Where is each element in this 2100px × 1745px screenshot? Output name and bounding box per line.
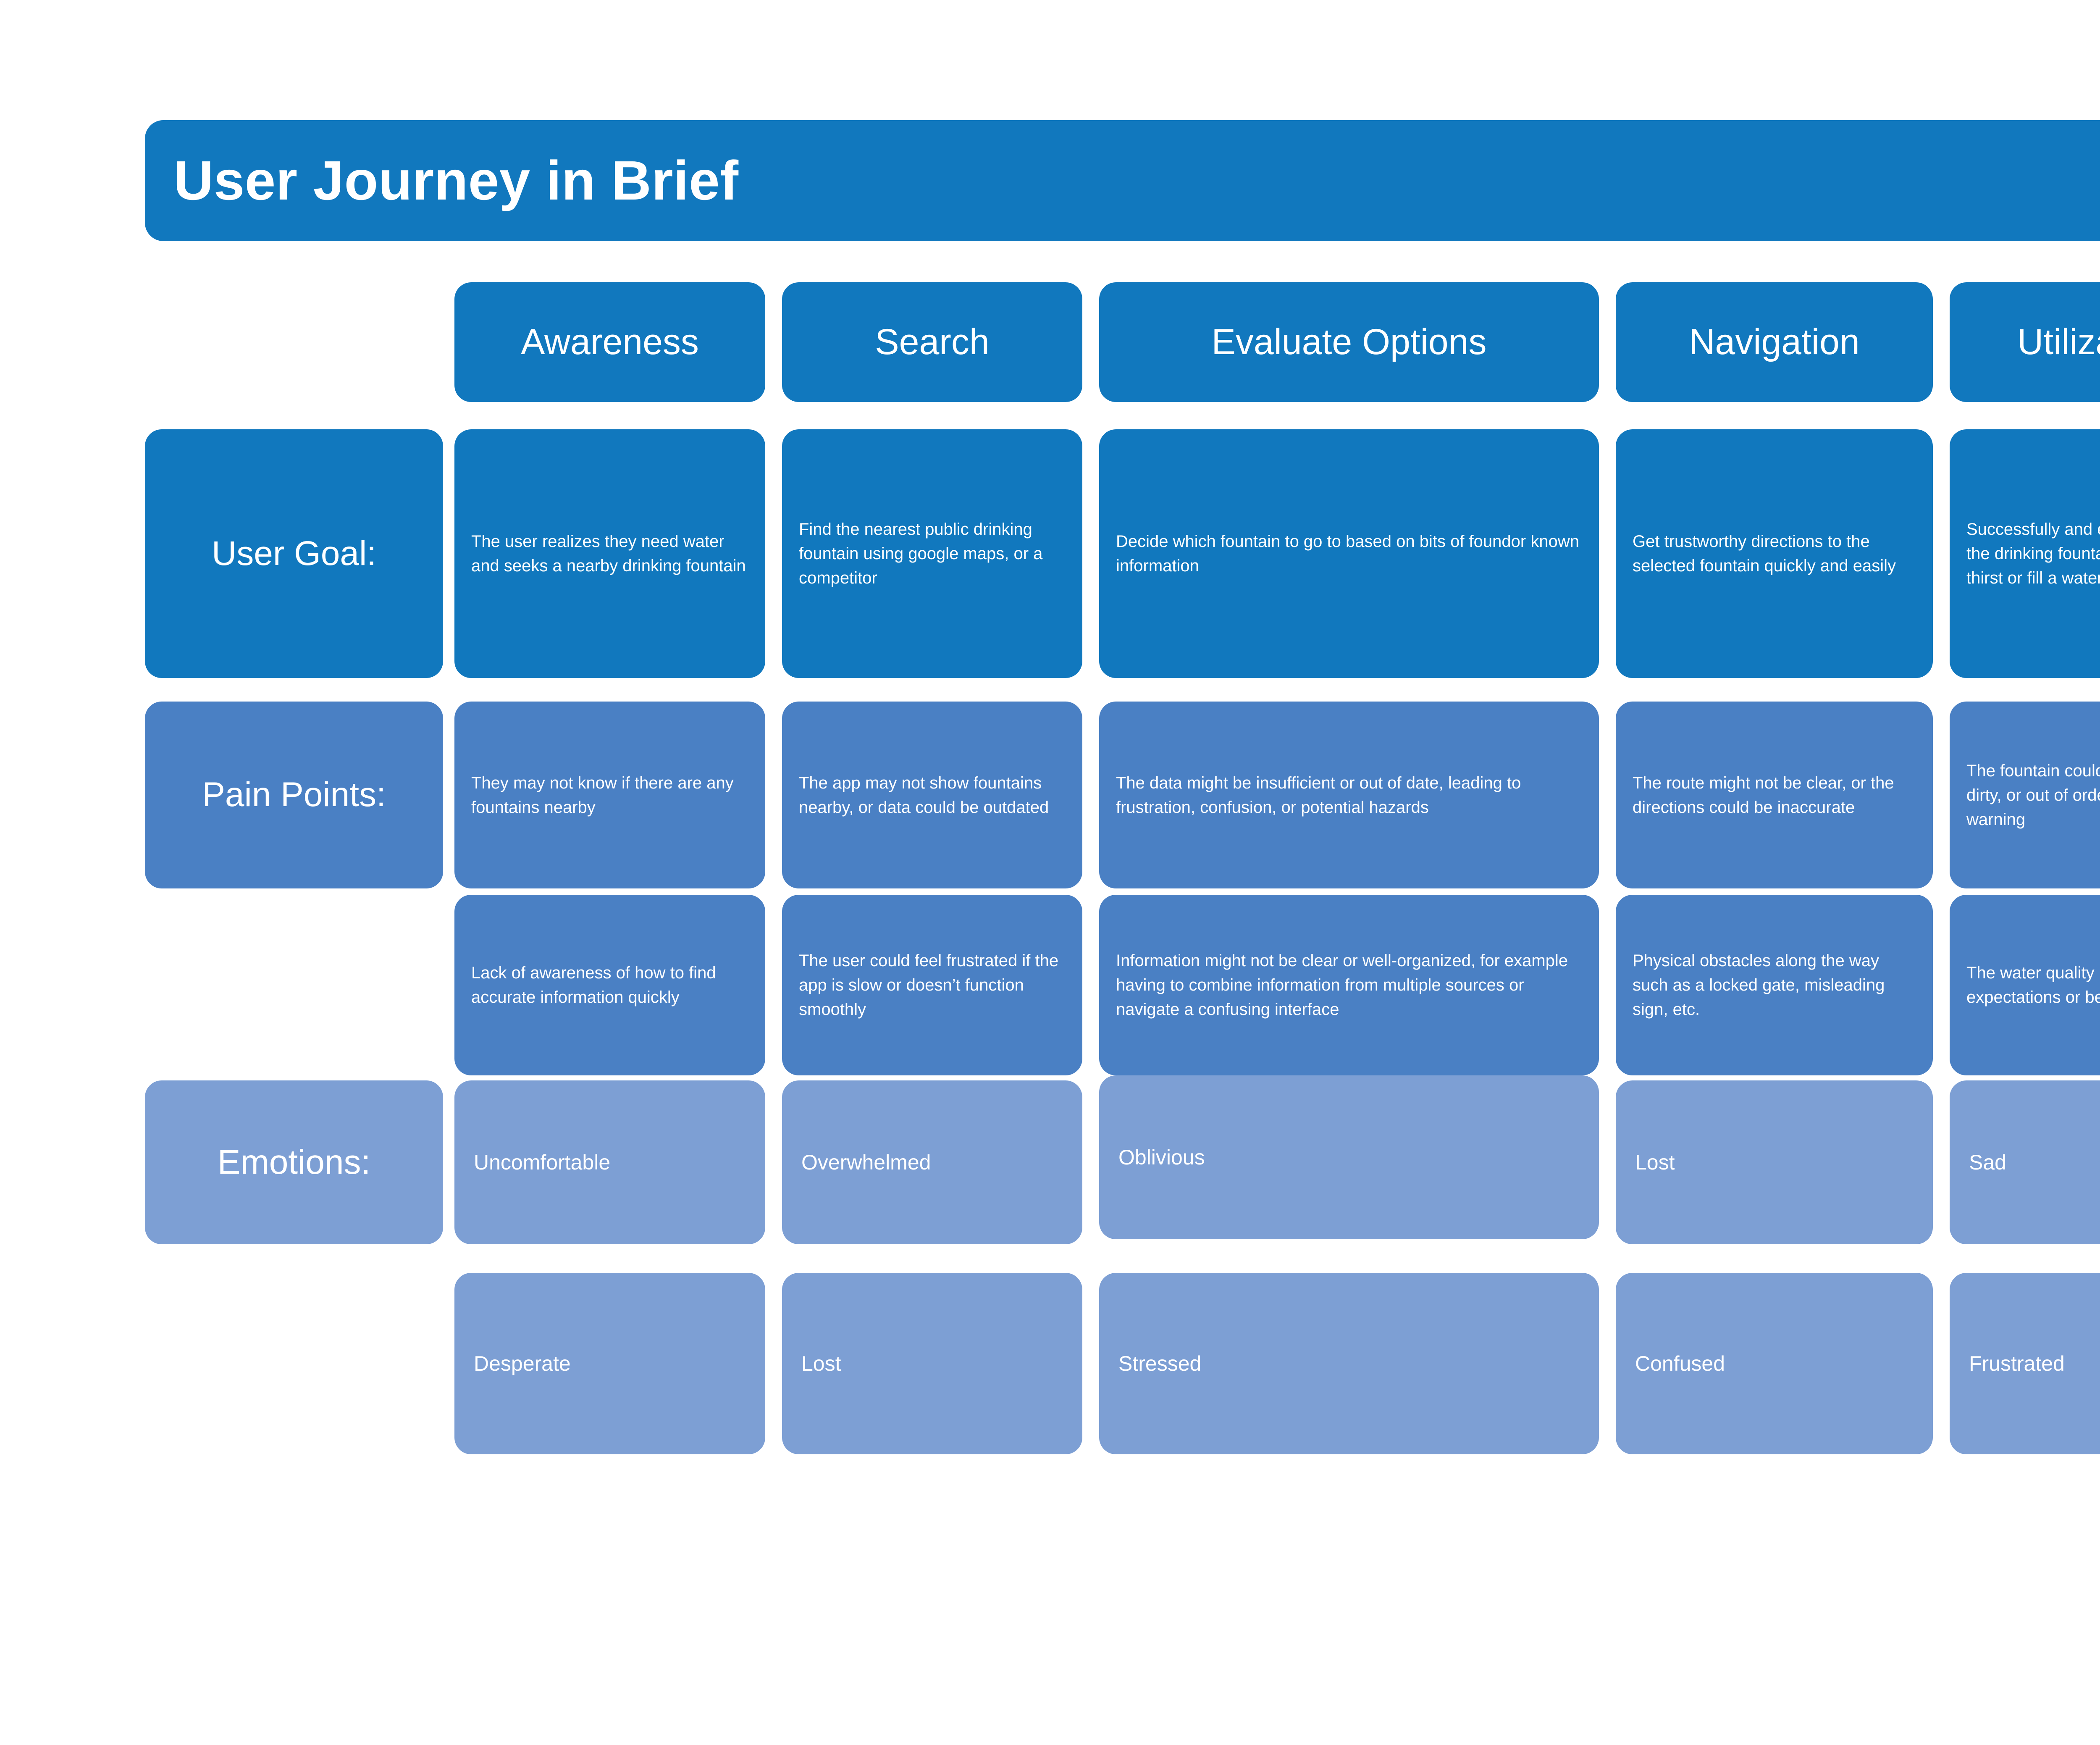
cell-pain-points-1-navigation[interactable]: The route might not be clear, or the dir… bbox=[1616, 702, 1933, 888]
cell-text: The water quality may not meet expectati… bbox=[1966, 964, 2100, 1007]
cell-text: The data might be insufficient or out of… bbox=[1116, 773, 1521, 817]
cell-emotion-1-navigation[interactable]: Lost bbox=[1616, 1080, 1933, 1244]
stage-header-label: Search bbox=[875, 322, 990, 363]
cell-text: Lost bbox=[1635, 1151, 1675, 1174]
cell-pain-points-1-utilization[interactable]: The fountain could be broken, dirty, or … bbox=[1950, 702, 2100, 888]
cell-text: The user realizes they need water and se… bbox=[471, 532, 746, 575]
cell-text: Oblivious bbox=[1118, 1146, 1205, 1169]
cell-pain-points-2-utilization[interactable]: The water quality may not meet expectati… bbox=[1950, 895, 2100, 1075]
cell-pain-points-2-navigation[interactable]: Physical obstacles along the way such as… bbox=[1616, 895, 1933, 1075]
stage-header-label: Utilization bbox=[2017, 322, 2100, 363]
cell-pain-points-1-search[interactable]: The app may not show fountains nearby, o… bbox=[782, 702, 1082, 888]
cell-text: Physical obstacles along the way such as… bbox=[1633, 951, 1885, 1019]
stage-header-label: Navigation bbox=[1689, 322, 1860, 363]
cell-user-goal-awareness[interactable]: The user realizes they need water and se… bbox=[454, 429, 765, 678]
title-banner: User Journey in Brief bbox=[145, 120, 2100, 241]
cell-text: Desperate bbox=[474, 1352, 571, 1375]
cell-text: Frustrated bbox=[1969, 1352, 2065, 1375]
cell-pain-points-1-awareness[interactable]: They may not know if there are any fount… bbox=[454, 702, 765, 888]
cell-text: Uncomfortable bbox=[474, 1151, 611, 1174]
stage-header-navigation[interactable]: Navigation bbox=[1616, 282, 1933, 402]
cell-text: Get trustworthy directions to the select… bbox=[1633, 532, 1896, 575]
cell-emotion-1-utilization[interactable]: Sad bbox=[1950, 1080, 2100, 1244]
cell-pain-points-2-awareness[interactable]: Lack of awareness of how to find accurat… bbox=[454, 895, 765, 1075]
cell-user-goal-navigation[interactable]: Get trustworthy directions to the select… bbox=[1616, 429, 1933, 678]
cell-text: Decide which fountain to go to based on … bbox=[1116, 532, 1579, 575]
stage-header-label: Awareness bbox=[521, 322, 699, 363]
cell-user-goal-utilization[interactable]: Successfully and enjoyably use the drink… bbox=[1950, 429, 2100, 678]
cell-emotion-1-evaluate-options[interactable]: Oblivious bbox=[1099, 1075, 1599, 1239]
row-label-user-goal: User Goal: bbox=[145, 429, 443, 678]
row-label-pain-points: Pain Points: bbox=[145, 702, 443, 888]
row-label-text: Emotions: bbox=[217, 1143, 371, 1181]
cell-text: Stressed bbox=[1118, 1352, 1202, 1375]
cell-emotion-2-awareness[interactable]: Desperate bbox=[454, 1273, 765, 1454]
cell-text: Find the nearest public drinking fountai… bbox=[799, 520, 1043, 587]
cell-text: Confused bbox=[1635, 1352, 1725, 1375]
cell-emotion-1-search[interactable]: Overwhelmed bbox=[782, 1080, 1082, 1244]
cell-text: Lack of awareness of how to find accurat… bbox=[471, 964, 716, 1007]
cell-text: Information might not be clear or well-o… bbox=[1116, 951, 1568, 1019]
cell-text: They may not know if there are any fount… bbox=[471, 773, 734, 817]
cell-emotion-2-evaluate-options[interactable]: Stressed bbox=[1099, 1273, 1599, 1454]
cell-user-goal-evaluate-options[interactable]: Decide which fountain to go to based on … bbox=[1099, 429, 1599, 678]
cell-emotion-2-navigation[interactable]: Confused bbox=[1616, 1273, 1933, 1454]
stage-header-evaluate-options[interactable]: Evaluate Options bbox=[1099, 282, 1599, 402]
cell-emotion-2-utilization[interactable]: Frustrated bbox=[1950, 1273, 2100, 1454]
cell-text: Successfully and enjoyably use the drink… bbox=[1966, 520, 2100, 587]
row-label-emotions: Emotions: bbox=[145, 1080, 443, 1244]
cell-text: Sad bbox=[1969, 1151, 2006, 1174]
cell-text: The fountain could be broken, dirty, or … bbox=[1966, 761, 2100, 829]
cell-text: The route might not be clear, or the dir… bbox=[1633, 773, 1894, 817]
cell-pain-points-1-evaluate-options[interactable]: The data might be insufficient or out of… bbox=[1099, 702, 1599, 888]
cell-pain-points-2-evaluate-options[interactable]: Information might not be clear or well-o… bbox=[1099, 895, 1599, 1075]
cell-pain-points-2-search[interactable]: The user could feel frustrated if the ap… bbox=[782, 895, 1082, 1075]
cell-text: Lost bbox=[801, 1352, 841, 1375]
page-title: User Journey in Brief bbox=[173, 150, 739, 211]
cell-user-goal-search[interactable]: Find the nearest public drinking fountai… bbox=[782, 429, 1082, 678]
stage-header-label: Evaluate Options bbox=[1211, 322, 1487, 363]
stage-header-utilization[interactable]: Utilization bbox=[1950, 282, 2100, 402]
cell-text: The app may not show fountains nearby, o… bbox=[799, 773, 1049, 817]
cell-text: The user could feel frustrated if the ap… bbox=[799, 951, 1059, 1019]
cell-emotion-1-awareness[interactable]: Uncomfortable bbox=[454, 1080, 765, 1244]
stage-header-awareness[interactable]: Awareness bbox=[454, 282, 765, 402]
row-label-text: Pain Points: bbox=[202, 775, 386, 814]
row-label-text: User Goal: bbox=[212, 534, 376, 573]
cell-text: Overwhelmed bbox=[801, 1151, 931, 1174]
stage-header-search[interactable]: Search bbox=[782, 282, 1082, 402]
cell-emotion-2-search[interactable]: Lost bbox=[782, 1273, 1082, 1454]
